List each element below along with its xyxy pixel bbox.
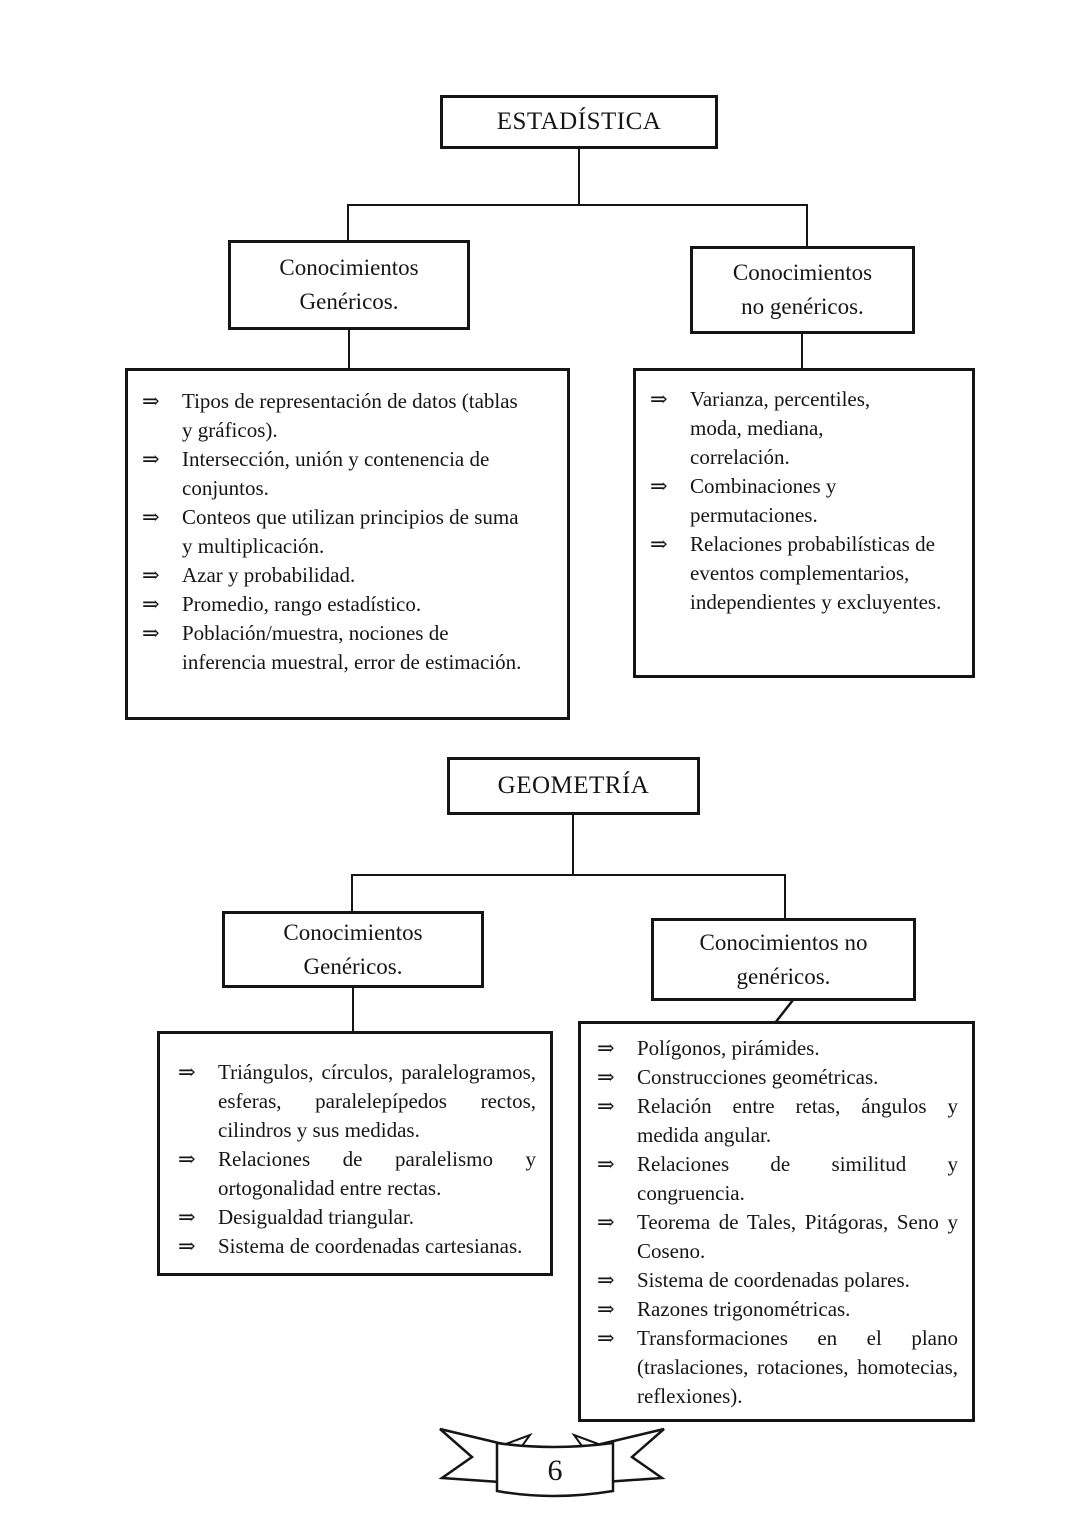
list-item: ⇒ Conteos que utilizan principios de sum… bbox=[142, 503, 553, 561]
list-item-text: Relaciones de paralelismo y ortogonalida… bbox=[218, 1147, 536, 1200]
connector-line bbox=[801, 333, 803, 370]
branch-label-line: Conocimientos no bbox=[699, 929, 868, 955]
branch-label-line: genéricos. bbox=[736, 963, 831, 989]
connector-line bbox=[784, 874, 786, 920]
connector-line bbox=[572, 815, 574, 876]
branch-label-line: no genéricos. bbox=[741, 294, 864, 319]
double-arrow-icon: ⇒ bbox=[142, 447, 160, 471]
ribbon-left-tail bbox=[438, 1427, 505, 1484]
geometria-non-generic-box: Conocimientos no genéricos. bbox=[651, 918, 916, 1001]
list-item: ⇒ Relaciones de similitud y congruencia. bbox=[597, 1150, 958, 1208]
list-item-text: Sistema de coordenadas cartesianas. bbox=[218, 1234, 523, 1258]
list-item: ⇒ Población/muestra, nociones de inferen… bbox=[142, 619, 553, 677]
list-item-text: Desigualdad triangular. bbox=[218, 1205, 414, 1229]
list-item-text: Construcciones geométricas. bbox=[637, 1065, 879, 1089]
double-arrow-icon: ⇒ bbox=[597, 1065, 615, 1089]
connector-line bbox=[578, 149, 580, 206]
list-item: ⇒ Transformaciones en el plano (traslaci… bbox=[597, 1324, 958, 1411]
estadistica-title: ESTADÍSTICA bbox=[496, 108, 662, 135]
page-number: 6 bbox=[548, 1454, 563, 1487]
double-arrow-icon: ⇒ bbox=[597, 1152, 615, 1176]
list-item: ⇒ Sistema de coordenadas polares. bbox=[597, 1266, 958, 1295]
double-arrow-icon: ⇒ bbox=[597, 1210, 615, 1234]
list-item-text: Sistema de coordenadas polares. bbox=[637, 1268, 910, 1292]
branch-label-line: Conocimientos bbox=[732, 260, 873, 285]
double-arrow-icon: ⇒ bbox=[142, 505, 160, 529]
geometria-title-box: GEOMETRÍA bbox=[447, 757, 700, 815]
double-arrow-icon: ⇒ bbox=[597, 1094, 615, 1118]
connector-line bbox=[347, 204, 349, 242]
double-arrow-icon: ⇒ bbox=[142, 621, 160, 645]
double-arrow-icon: ⇒ bbox=[178, 1060, 196, 1084]
page-number-banner: 6 bbox=[438, 1427, 666, 1498]
branch-label-line: Genéricos. bbox=[303, 953, 403, 979]
list-item: ⇒ Construcciones geométricas. bbox=[597, 1063, 958, 1092]
connector-line bbox=[351, 874, 353, 913]
connector-line bbox=[348, 330, 350, 370]
geometria-generic-box: Conocimientos Genéricos. bbox=[222, 911, 484, 988]
list-item-text: Triángulos, círculos, paralelogramos, es… bbox=[218, 1060, 536, 1142]
list-item-text: Promedio, rango estadístico. bbox=[182, 592, 422, 616]
double-arrow-icon: ⇒ bbox=[597, 1036, 615, 1060]
list-item: ⇒ Combinaciones y permutaciones. bbox=[650, 472, 958, 530]
branch-label-line: Conocimientos bbox=[279, 255, 419, 280]
list-item: ⇒ Razones trigonométricas. bbox=[597, 1295, 958, 1324]
double-arrow-icon: ⇒ bbox=[597, 1268, 615, 1292]
estadistica-generic-list: ⇒ Tipos de representación de datos (tabl… bbox=[125, 368, 570, 720]
list-item-text: Combinaciones y permutaciones. bbox=[690, 474, 837, 527]
list-item-text: Teorema de Tales, Pitágoras, Seno y Cose… bbox=[637, 1210, 958, 1263]
list-item-text: Relación entre retas, ángulos y medida a… bbox=[637, 1094, 958, 1147]
list-item-text: Tipos de representación de datos (tablas… bbox=[182, 389, 518, 442]
double-arrow-icon: ⇒ bbox=[597, 1297, 615, 1321]
geometria-generic-list: ⇒ Triángulos, círculos, paralelogramos, … bbox=[157, 1031, 553, 1276]
list-item: ⇒ Azar y probabilidad. bbox=[142, 561, 553, 590]
estadistica-non-generic-box: Conocimientos no genéricos. bbox=[690, 246, 915, 334]
list-item-text: Relaciones de similitud y congruencia. bbox=[637, 1152, 958, 1205]
list-item-text: Polígonos, pirámides. bbox=[637, 1036, 820, 1060]
connector-line bbox=[806, 204, 808, 247]
connector-line bbox=[351, 874, 786, 876]
list-item-text: Azar y probabilidad. bbox=[182, 563, 356, 587]
list-item-text: Transformaciones en el plano (traslacion… bbox=[637, 1326, 958, 1408]
list-item: ⇒ Sistema de coordenadas cartesianas. bbox=[178, 1232, 536, 1261]
branch-label-line: Genéricos. bbox=[299, 289, 399, 314]
double-arrow-icon: ⇒ bbox=[178, 1205, 196, 1229]
list-item: ⇒ Promedio, rango estadístico. bbox=[142, 590, 553, 619]
double-arrow-icon: ⇒ bbox=[142, 389, 160, 413]
list-item: ⇒ Teorema de Tales, Pitágoras, Seno y Co… bbox=[597, 1208, 958, 1266]
list-item: ⇒ Relaciones probabilísticas de eventos … bbox=[650, 530, 958, 617]
ribbon-panel bbox=[495, 1441, 615, 1498]
list-item: ⇒ Tipos de representación de datos (tabl… bbox=[142, 387, 553, 445]
estadistica-non-generic-list: ⇒ Varianza, percentiles, moda, mediana, … bbox=[633, 368, 975, 678]
list-item: ⇒ Triángulos, círculos, paralelogramos, … bbox=[178, 1058, 536, 1145]
geometria-title: GEOMETRÍA bbox=[497, 772, 650, 799]
list-item: ⇒ Relaciones de paralelismo y ortogonali… bbox=[178, 1145, 536, 1203]
double-arrow-icon: ⇒ bbox=[650, 387, 668, 411]
geometria-non-generic-list: ⇒ Polígonos, pirámides. ⇒ Construcciones… bbox=[578, 1021, 975, 1422]
list-item: ⇒ Varianza, percentiles, moda, mediana, … bbox=[650, 385, 958, 472]
list-item-text: Relaciones probabilísticas de eventos co… bbox=[690, 532, 942, 614]
connector-diagonal-line bbox=[774, 999, 794, 1024]
list-item-text: Varianza, percentiles, moda, mediana, co… bbox=[690, 387, 871, 469]
list-item-text: Conteos que utilizan principios de suma … bbox=[182, 505, 519, 558]
double-arrow-icon: ⇒ bbox=[142, 563, 160, 587]
double-arrow-icon: ⇒ bbox=[650, 474, 668, 498]
double-arrow-icon: ⇒ bbox=[650, 532, 668, 556]
connector-line bbox=[352, 986, 354, 1032]
double-arrow-icon: ⇒ bbox=[142, 592, 160, 616]
list-item: ⇒ Relación entre retas, ángulos y medida… bbox=[597, 1092, 958, 1150]
list-item-text: Población/muestra, nociones de inferenci… bbox=[182, 621, 522, 674]
list-item-text: Intersección, unión y contenencia de con… bbox=[182, 447, 490, 500]
double-arrow-icon: ⇒ bbox=[178, 1147, 196, 1171]
list-item: ⇒ Desigualdad triangular. bbox=[178, 1203, 536, 1232]
double-arrow-icon: ⇒ bbox=[178, 1234, 196, 1258]
estadistica-generic-box: Conocimientos Genéricos. bbox=[228, 240, 470, 330]
list-item: ⇒ Intersección, unión y contenencia de c… bbox=[142, 445, 553, 503]
list-item-text: Razones trigonométricas. bbox=[637, 1297, 851, 1321]
estadistica-title-box: ESTADÍSTICA bbox=[440, 95, 718, 149]
double-arrow-icon: ⇒ bbox=[597, 1326, 615, 1350]
list-item: ⇒ Polígonos, pirámides. bbox=[597, 1034, 958, 1063]
branch-label-line: Conocimientos bbox=[283, 919, 423, 945]
connector-line bbox=[347, 204, 808, 206]
